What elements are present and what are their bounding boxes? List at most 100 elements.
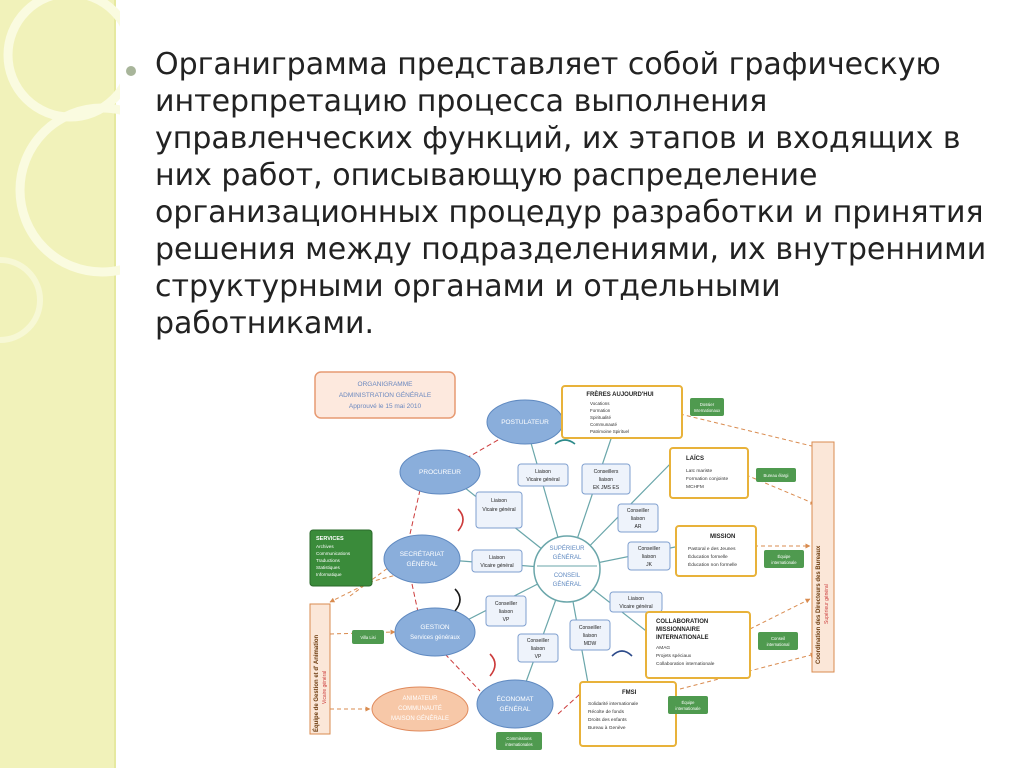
liaison-text: liaison — [499, 609, 513, 615]
fmsi-item: Solidarité internationale — [588, 701, 638, 707]
gestion-label-2: Services généraux — [410, 635, 460, 641]
services-box: SERVICES Archives Communications Traduct… — [309, 529, 373, 587]
laics-item: Formation conjointe — [686, 476, 728, 482]
tag-text: Équipe — [681, 700, 695, 705]
tag-text: international — [767, 642, 790, 647]
liaison-box: Liaison Vicaire général — [475, 491, 523, 529]
liaison-box: Conseiller liaison MDW — [569, 619, 611, 651]
center-hub: SUPÉRIEUR GÉNÉRAL CONSEIL GÉNÉRAL — [533, 535, 601, 603]
side-left-sub: Vicaire général — [322, 671, 328, 704]
tag-conseil-international: Conseil international — [758, 632, 798, 650]
box-collaboration: COLLABORATION MISSIONNAIRE INTERNATIONAL… — [645, 611, 751, 679]
body-text: Органиграмма представляет собой графичес… — [155, 47, 987, 341]
liaison-text: liaison — [642, 554, 656, 560]
liaison-text: EK JMS ES — [593, 485, 620, 491]
ellipse-economat: ÉCONOMAT GÉNÉRAL — [476, 679, 554, 729]
mission-item: Éducation formelle — [688, 553, 728, 560]
liaison-text: Conseiller — [495, 601, 518, 607]
secretariat-label-2: GÉNÉRAL — [406, 559, 437, 568]
services-item: Archives — [316, 544, 334, 549]
tag-bureau-elargi: Bureau élargi — [756, 468, 796, 482]
freres-item: Vocations — [590, 401, 610, 406]
liaison-text: Vicaire général — [480, 563, 513, 569]
fmsi-item: Droits des enfants — [588, 717, 627, 723]
animateur-label-3: MAISON GÉNÉRALE — [391, 715, 449, 722]
laics-item: Laïc mariste — [686, 468, 712, 474]
tag-text: Bureau élargi — [764, 473, 789, 478]
freres-item: Patrimoine Spirituel — [590, 429, 629, 434]
title-box: ORGANIGRAMME ADMINISTRATION GÉNÉRALE App… — [314, 371, 456, 419]
liaison-box: Conseiller liaison VP — [485, 595, 527, 627]
fmsi-item: Récolte de fonds — [588, 709, 625, 715]
box-freres-aujourdhui: FRÈRES AUJOURD'HUI Vocations Formation S… — [561, 385, 683, 439]
liaison-text: Liaison — [489, 555, 505, 561]
services-item: Communications — [316, 551, 351, 556]
liaison-box: Conseiller liaison AR — [617, 503, 659, 533]
organigram-diagram: Équipe de Gestion et d' Animation Vicair… — [309, 371, 835, 750]
mission-title: MISSION — [710, 534, 735, 540]
freres-item: Spiritualité — [590, 415, 612, 420]
tag-text: internationale — [675, 706, 701, 711]
tag-text: Commissions — [506, 736, 531, 741]
liaison-box: Liaison Vicaire général — [471, 549, 523, 573]
animateur-label-1: ANIMATEUR — [403, 696, 439, 702]
liaison-text: Liaison — [491, 498, 507, 504]
liaison-box: Conseillers liaison EK JMS ES — [581, 463, 631, 495]
liaison-text: Conseiller — [638, 546, 661, 552]
center-line-4: GÉNÉRAL — [553, 581, 582, 588]
liaison-text: Conseiller — [527, 638, 550, 644]
collab-item: Collaboration internationale — [656, 661, 715, 667]
liaison-text: VP — [535, 654, 542, 660]
ellipse-animateur: ANIMATEUR COMMUNAUTÉ MAISON GÉNÉRALE — [371, 686, 469, 732]
collab-title-3: INTERNATIONALE — [656, 635, 709, 641]
fmsi-title: FMSI — [622, 690, 637, 696]
liaison-text: Vicaire général — [619, 604, 652, 610]
liaison-text: Conseiller — [627, 508, 650, 514]
side-bar-right: Coordination des Directeurs des Bureaux … — [811, 441, 835, 673]
collab-item: AMAG — [656, 645, 670, 651]
tag-text: Dossier — [700, 402, 715, 407]
liaison-box: Liaison Vicaire général — [609, 591, 663, 613]
slide-content: Органиграмма представляет собой графичес… — [120, 46, 1000, 342]
liaison-text: liaison — [583, 633, 597, 639]
collab-title-2: MISSIONNAIRE — [656, 627, 700, 633]
title-line-2: ADMINISTRATION GÉNÉRALE — [339, 390, 432, 399]
tag-text: Conseil — [771, 636, 785, 641]
tag-commissions: Commissions internationales — [496, 732, 542, 750]
collab-item: Projets spéciaux — [656, 653, 692, 659]
economat-label-1: ÉCONOMAT — [496, 694, 533, 703]
liaison-text: Liaison — [535, 469, 551, 475]
mission-item: Éducation non formelle — [688, 561, 737, 568]
collab-title-1: COLLABORATION — [656, 619, 708, 625]
box-fmsi: FMSI Solidarité internationale Récolte d… — [579, 681, 677, 747]
side-right-label: Coordination des Directeurs des Bureaux — [816, 545, 822, 664]
liaison-text: liaison — [531, 646, 545, 652]
ellipse-postulateur: POSTULATEUR — [486, 399, 564, 445]
liaison-box: Conseiller liaison JK — [627, 541, 671, 571]
liaison-text: Liaison — [628, 596, 644, 602]
tag-equipe-internationale: Équipe internationale — [764, 550, 804, 568]
box-mission: MISSION Pastoral e des Jeunes Éducation … — [675, 525, 757, 577]
liaison-box: Conseiller liaison VP — [517, 633, 559, 663]
liaison-text: JK — [646, 562, 653, 568]
side-right-sub: Supérieur général — [824, 584, 830, 624]
services-title: SERVICES — [316, 536, 344, 542]
liaison-text: liaison — [599, 477, 613, 483]
center-line-3: CONSEIL — [554, 573, 581, 579]
services-item: Informatique — [316, 572, 342, 577]
title-line-1: ORGANIGRAMME — [358, 381, 414, 388]
side-left-label: Équipe de Gestion et d' Animation — [312, 634, 320, 732]
liaison-text: Vicaire général — [482, 507, 515, 513]
gestion-label-1: GESTION — [420, 624, 450, 631]
freres-item: Formation — [590, 408, 611, 413]
liaison-text: Conseiller — [579, 625, 602, 631]
liaison-text: Vicaire général — [526, 477, 559, 483]
liaison-box: Liaison Vicaire général — [517, 463, 569, 487]
freres-item: Communauté — [590, 422, 618, 427]
tag-text: Villa Lisi — [360, 635, 375, 640]
mission-item: Pastoral e des Jeunes — [688, 546, 736, 552]
tag-equipe-internationale-2: Équipe internationale — [668, 696, 708, 714]
tag-villa-lisi: Villa Lisi — [352, 630, 384, 644]
liaison-text: VP — [503, 617, 510, 623]
animateur-label-2: COMMUNAUTÉ — [398, 705, 442, 712]
